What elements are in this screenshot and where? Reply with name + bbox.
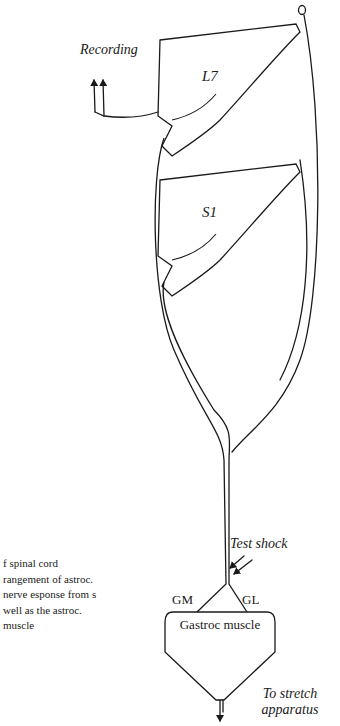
segment-label: L7: [202, 68, 218, 85]
muscle-label: Gastroc muscle: [177, 618, 263, 632]
grey-matter-line: [172, 234, 216, 260]
muscle-outline: [165, 612, 275, 700]
root-loop: [299, 6, 306, 15]
shock-arrow: [230, 556, 244, 568]
node-outline: [150, 20, 305, 158]
figure-caption: f spinal cord rangement of astroc. nerve…: [3, 556, 103, 634]
recording-label: Recording: [80, 42, 138, 58]
muscle-shape: Gastroc muscle: [165, 612, 275, 700]
nerve-branch-label: GM: [172, 593, 193, 608]
node-outline: [150, 160, 305, 298]
stimulus-label: Test shock: [230, 536, 287, 552]
grey-matter-line: [172, 94, 216, 120]
segment-outline: [158, 164, 300, 296]
recording-arrow: [103, 80, 104, 116]
nerve-fiber: [155, 138, 226, 612]
spinal-segment: L7: [150, 20, 305, 158]
root-curve: [232, 15, 318, 452]
tendon-line: [222, 700, 223, 712]
root-curve: [280, 160, 307, 380]
recording-arrow: [94, 80, 95, 112]
apparatus-label: To stretch apparatus: [246, 686, 334, 718]
nerve-fiber: [163, 282, 247, 612]
nerve-branch-label: GL: [242, 593, 259, 608]
spinal-segment: S1: [150, 160, 305, 298]
segment-outline: [158, 24, 300, 156]
stretch-arrow: [219, 700, 220, 721]
segment-label: S1: [202, 204, 217, 221]
